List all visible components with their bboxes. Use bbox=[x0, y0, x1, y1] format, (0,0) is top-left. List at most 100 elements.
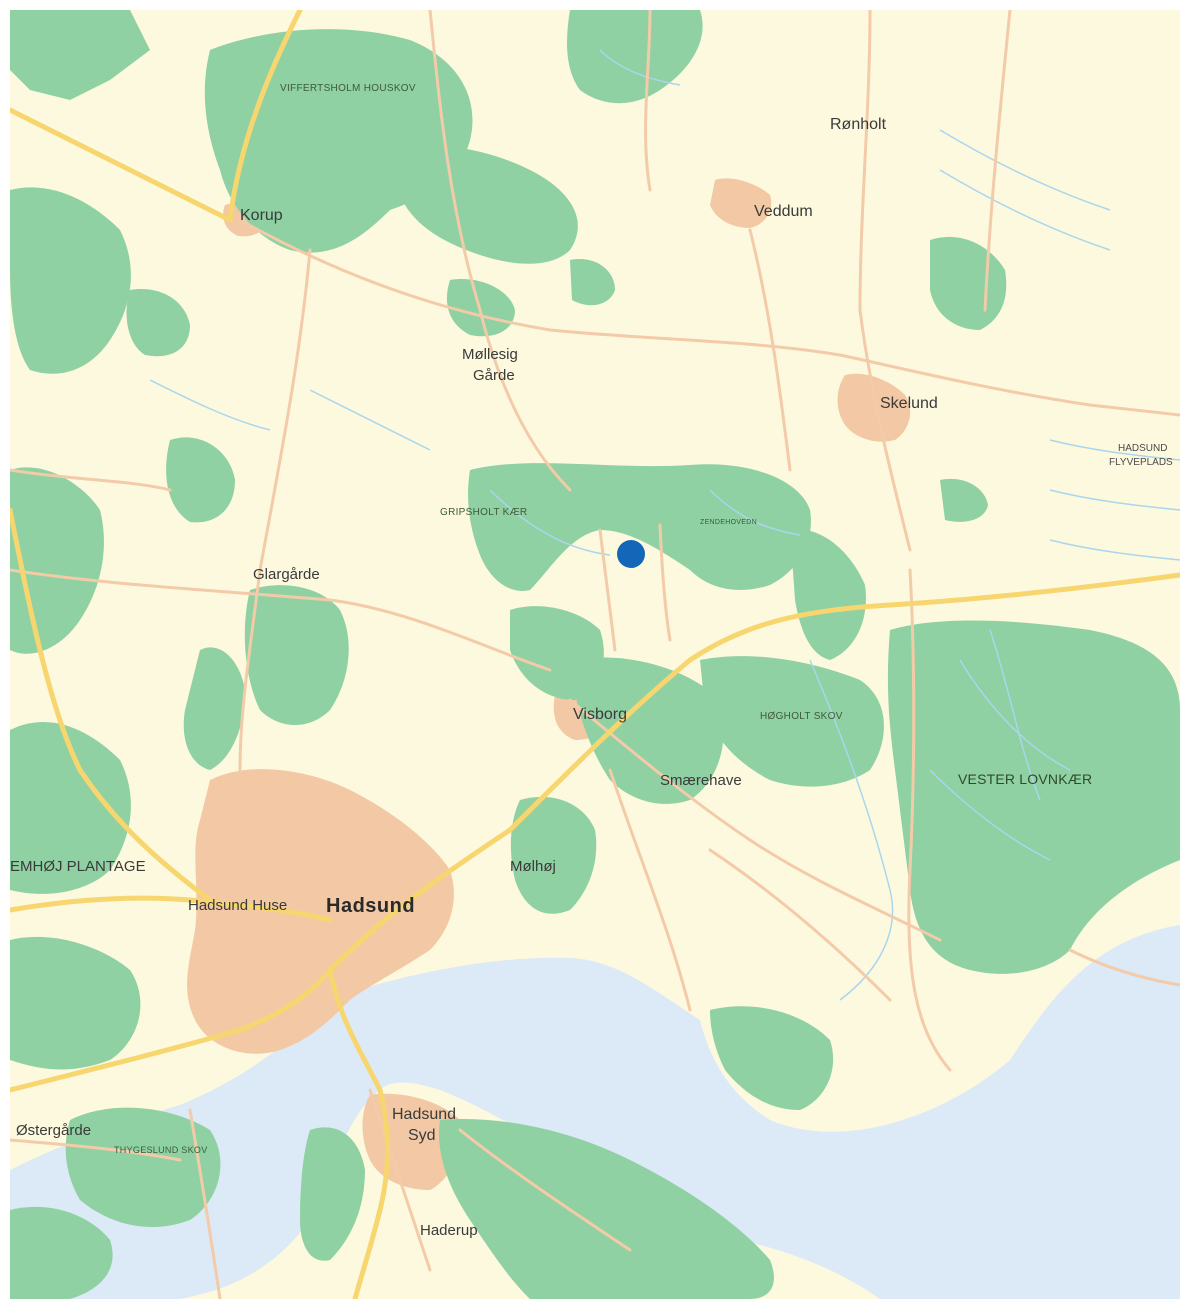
label-korup: Korup bbox=[240, 207, 283, 224]
road-minor bbox=[608, 768, 692, 1012]
stream-line bbox=[809, 659, 894, 1001]
forest-glargarde bbox=[244, 585, 349, 725]
road-minor bbox=[858, 10, 912, 552]
road-minor bbox=[644, 10, 652, 192]
label-visborg: Visborg bbox=[573, 706, 627, 723]
minor-roads bbox=[10, 10, 1180, 1299]
label-vester-lovnkaer: VESTER LOVNKÆR bbox=[958, 771, 1093, 787]
road-major bbox=[10, 107, 233, 223]
road-major bbox=[10, 507, 213, 903]
road-major bbox=[10, 967, 333, 1093]
road-minor bbox=[1068, 948, 1180, 987]
road-minor bbox=[983, 10, 1012, 312]
label-hadsund: Hadsund bbox=[326, 895, 416, 917]
forest-center-small bbox=[570, 259, 615, 306]
stream-line bbox=[939, 169, 1111, 251]
label-ostergarde: Østergårde bbox=[16, 1122, 92, 1139]
forest-west-2 bbox=[10, 467, 104, 654]
urban-skelund bbox=[837, 373, 911, 442]
label-skelund: Skelund bbox=[880, 395, 938, 412]
label-glargarde: Glargårde bbox=[253, 566, 320, 583]
forest-east-strip bbox=[790, 529, 866, 660]
label-hadsund-syd-2: Syd bbox=[408, 1127, 436, 1144]
stream-line bbox=[489, 489, 611, 556]
forest-gripsholt bbox=[468, 463, 811, 591]
stream-line bbox=[939, 129, 1111, 211]
label-hadsund-huse: Hadsund Huse bbox=[188, 897, 288, 914]
forest-west-4 bbox=[10, 936, 141, 1070]
road-minor bbox=[368, 1088, 432, 1272]
location-dot-icon[interactable] bbox=[617, 540, 645, 568]
road-minor bbox=[238, 218, 1180, 417]
road-minor bbox=[658, 523, 672, 642]
label-molhoj: Mølhøj bbox=[510, 858, 556, 875]
urban-hadsund bbox=[187, 769, 454, 1054]
map-view[interactable]: VIFFERTSHOLM HOUSKOV Rønholt Korup Veddu… bbox=[10, 10, 1180, 1299]
stream-line bbox=[959, 659, 1071, 771]
road-minor bbox=[428, 10, 572, 492]
forest-north-top bbox=[567, 10, 703, 104]
road-minor bbox=[458, 1128, 632, 1252]
label-gripsholt-kaer: GRIPSHOLT KÆR bbox=[440, 507, 528, 518]
road-minor bbox=[10, 568, 552, 672]
forest-smaerehave bbox=[570, 657, 724, 804]
forest-thygeslund bbox=[65, 1107, 221, 1228]
forest-south-edge bbox=[10, 1206, 113, 1299]
label-mollesig-garde: Gårde bbox=[473, 367, 515, 384]
label-smaerehave: Smærehave bbox=[660, 772, 742, 789]
forest-south-peninsula bbox=[439, 1119, 774, 1299]
road-minor bbox=[10, 1138, 182, 1162]
streams bbox=[149, 49, 1180, 1001]
label-thygeslund-skov: THYGESLUND SKOV bbox=[114, 1145, 208, 1155]
forest-molhoj bbox=[510, 796, 597, 914]
forest-west-3 bbox=[10, 721, 131, 894]
forest-north-center bbox=[400, 146, 578, 264]
forest-east-small-1 bbox=[940, 478, 988, 522]
forest-hogholt bbox=[700, 656, 884, 787]
road-minor bbox=[748, 228, 792, 472]
label-veddum: Veddum bbox=[754, 203, 813, 220]
road-minor bbox=[907, 568, 952, 1072]
forest-north-west bbox=[10, 10, 150, 100]
forest-center-north bbox=[446, 279, 515, 337]
urban-veddum bbox=[710, 178, 772, 228]
stream-line bbox=[149, 379, 271, 431]
forest-south-coast bbox=[710, 1006, 834, 1110]
label-zendehoved: ZENDEHOVEDN bbox=[700, 519, 757, 526]
forest-west-1 bbox=[10, 187, 131, 374]
stream-line bbox=[709, 489, 801, 536]
road-major bbox=[10, 895, 333, 923]
label-hadsund-flyveplads-2: FLYVEPLADS bbox=[1109, 457, 1173, 468]
map-canvas[interactable] bbox=[10, 10, 1180, 1299]
road-major bbox=[327, 967, 390, 1299]
forest-west-upper bbox=[126, 289, 190, 357]
forest-areas bbox=[10, 10, 1180, 1299]
forest-vester-lovnkaer bbox=[887, 620, 1180, 974]
stream-line bbox=[1049, 439, 1180, 461]
stream-line bbox=[1049, 489, 1180, 511]
road-major bbox=[227, 10, 303, 223]
road-minor bbox=[568, 698, 942, 942]
label-viffertsholm-houskov: VIFFERTSHOLM HOUSKOV bbox=[280, 83, 416, 94]
label-hadsund-flyveplads: HADSUND bbox=[1118, 443, 1168, 454]
label-haderup: Haderup bbox=[420, 1222, 478, 1239]
forest-south-west-peninsula bbox=[300, 1127, 365, 1261]
forest-left-center bbox=[166, 437, 235, 523]
road-minor bbox=[238, 248, 312, 772]
forest-west-mid bbox=[183, 647, 245, 770]
label-ronholt: Rønholt bbox=[830, 116, 887, 133]
stream-line bbox=[599, 49, 681, 86]
major-roads bbox=[10, 10, 1180, 1299]
stream-line bbox=[929, 769, 1051, 861]
stream-line bbox=[989, 629, 1041, 801]
stream-line bbox=[1049, 539, 1180, 561]
label-hadsund-syd: Hadsund bbox=[392, 1106, 457, 1123]
road-major bbox=[327, 572, 1180, 973]
label-plantage: EMHØJ PLANTAGE bbox=[10, 858, 146, 875]
label-hogholt-skov: HØGHOLT SKOV bbox=[760, 711, 843, 722]
road-minor bbox=[188, 1108, 222, 1299]
label-mollesig: Møllesig bbox=[462, 346, 518, 363]
road-minor bbox=[708, 848, 892, 1002]
road-minor bbox=[598, 528, 617, 652]
stream-line bbox=[309, 389, 431, 451]
